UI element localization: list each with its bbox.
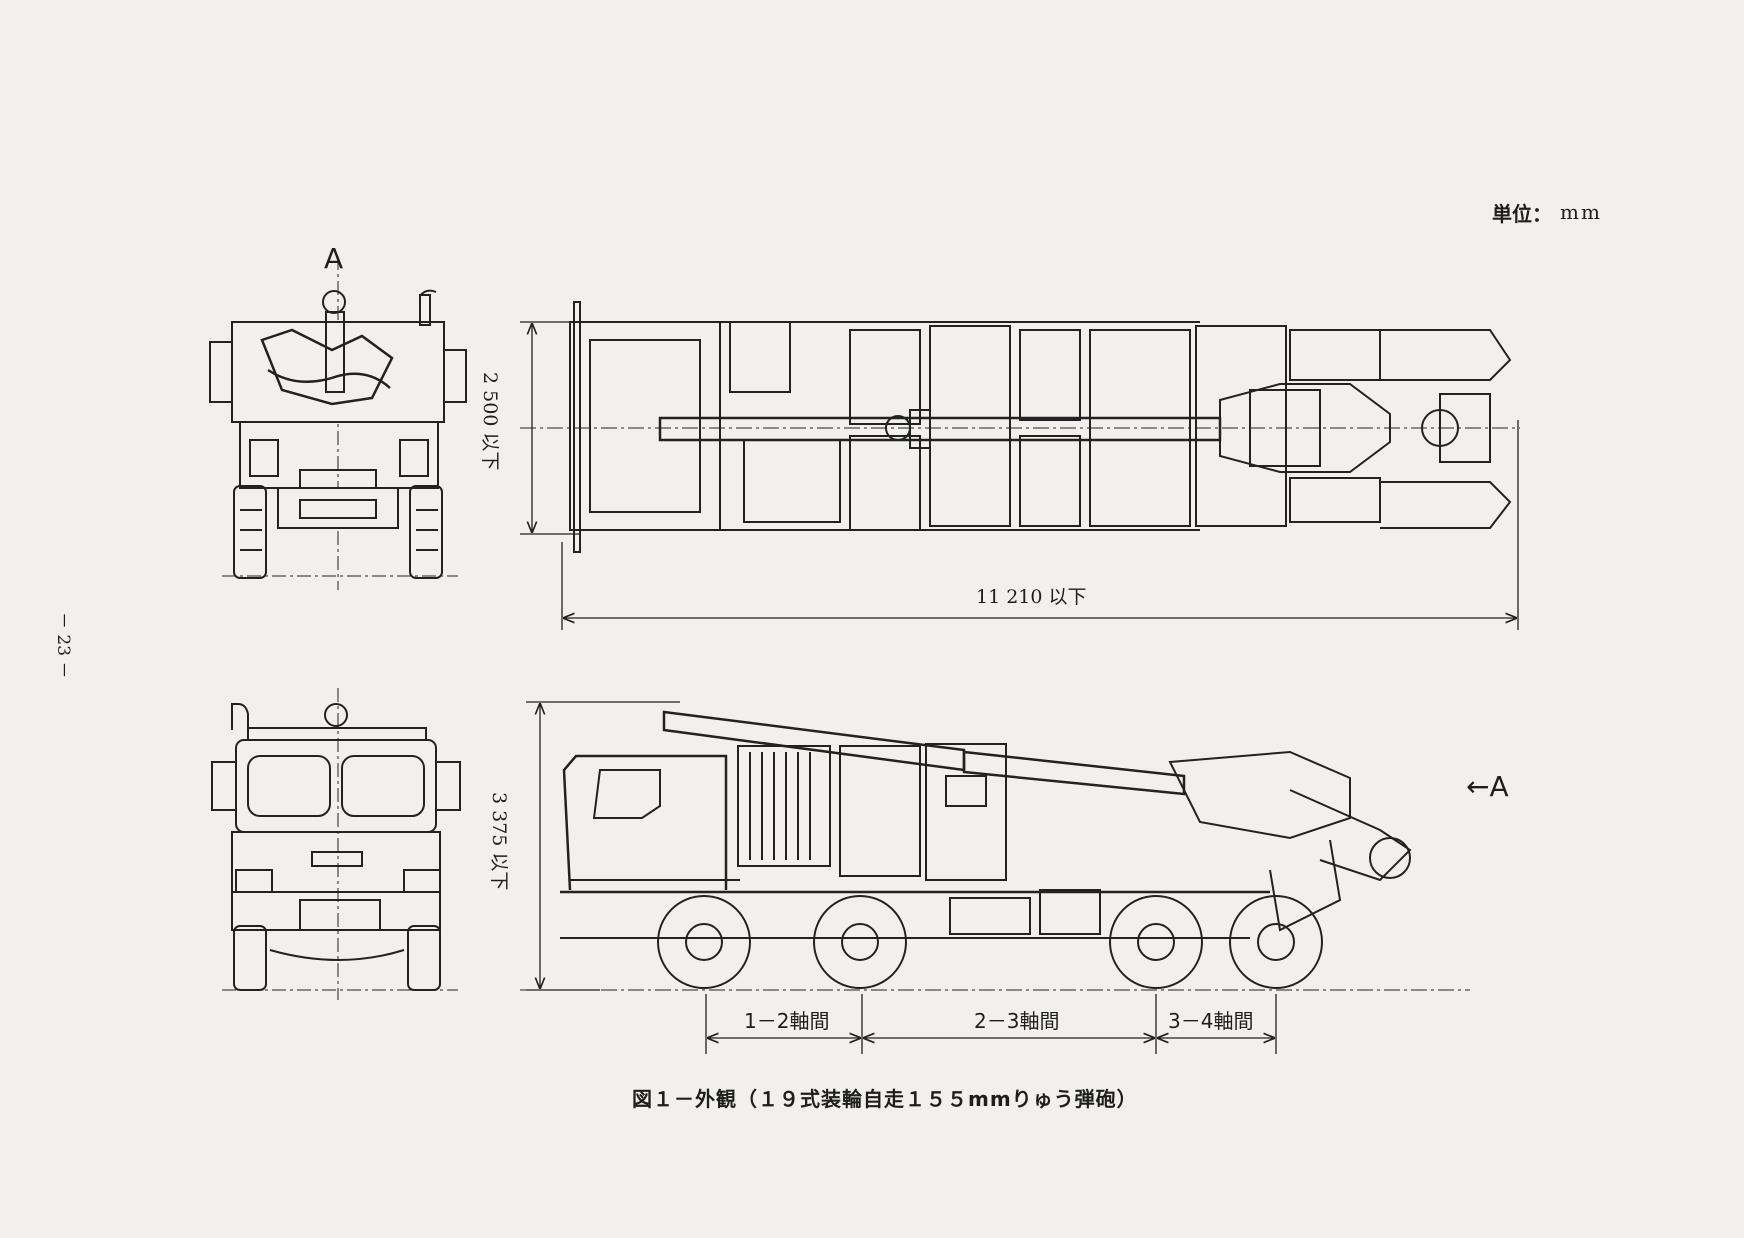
plan-view	[520, 301, 1520, 553]
unit-label: 単位：	[1492, 202, 1552, 226]
axle-spacing-3-4-label: 3－4軸間	[1168, 1009, 1254, 1033]
dimension-lines	[520, 321, 1519, 1054]
rear-view	[209, 256, 467, 590]
axle-spacing-1-2-label: 1－2軸間	[744, 1009, 830, 1033]
height-dimension-label: 3 375 以下	[488, 792, 510, 891]
page-number: － 23 －	[53, 612, 73, 679]
unit-value: mm	[1560, 200, 1602, 224]
figure-caption: 図１－外観（１９式装輪自走１５５mmりゅう弾砲）	[632, 1087, 1138, 1111]
front-view	[211, 688, 461, 1000]
side-view	[520, 710, 1470, 991]
length-dimension-label: 11 210 以下	[976, 586, 1087, 608]
axle-spacing-2-3-label: 2－3軸間	[974, 1009, 1060, 1033]
view-marker-a: A	[324, 242, 344, 275]
view-direction-arrow-a: ←A	[1466, 770, 1509, 803]
width-dimension-label: 2 500 以下	[479, 372, 501, 471]
